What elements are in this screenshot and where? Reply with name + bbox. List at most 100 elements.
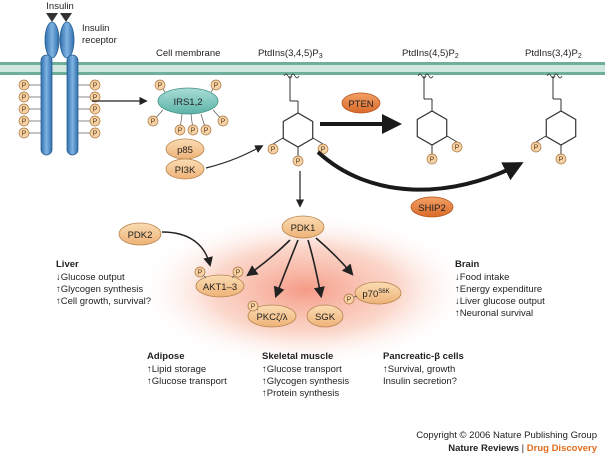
insulin-label: Insulin — [46, 1, 73, 12]
svg-text:P: P — [430, 157, 435, 164]
receptor-phosphate: P — [18, 79, 30, 91]
svg-text:P: P — [178, 128, 183, 135]
svg-text:P: P — [22, 131, 27, 138]
svg-text:P: P — [534, 145, 539, 152]
brain-line-1: ↓Food intake — [455, 272, 509, 283]
pancreatic-line-2: Insulin secretion? — [383, 376, 457, 387]
pkc-node — [247, 304, 297, 328]
pi3k-label: PI3K — [175, 165, 196, 176]
svg-text:P: P — [22, 107, 27, 114]
p70-node — [354, 281, 402, 305]
svg-text:P: P — [93, 107, 98, 114]
ship2-node — [410, 196, 454, 218]
brain-line-3: ↓Liver glucose output — [455, 296, 545, 307]
liver-line-1: ↓Glucose output — [56, 272, 125, 283]
pip3-label: PtdIns(3,4,5)P3 — [258, 48, 323, 60]
pdk1-label: PDK1 — [291, 223, 316, 234]
irs-phosphate: P — [217, 115, 229, 127]
svg-text:P: P — [191, 128, 196, 135]
sgk-node — [306, 304, 344, 328]
liver-effects: Liver ↓Glucose output ↑Glycogen synthesi… — [56, 259, 151, 307]
akt-node — [195, 274, 245, 298]
irs-phosphate: P — [174, 124, 186, 136]
insulin-receptor-label: Insulin — [82, 23, 109, 34]
ship2-label: SHIP2 — [418, 203, 445, 214]
irs-phosphate: P — [187, 124, 199, 136]
receptor-phosphate: P — [89, 127, 101, 139]
pip2-45-label: PtdIns(4,5)P2 — [402, 48, 459, 60]
kinase-phosphate: P — [343, 293, 355, 305]
irs-phosphate: P — [210, 79, 222, 91]
pkc-label: PKCζ/λ — [256, 312, 287, 323]
svg-text:P: P — [559, 157, 564, 164]
kinase-phosphate: P — [247, 300, 259, 312]
brain-title: Brain — [455, 259, 479, 270]
pdk1-node — [281, 215, 325, 239]
irs-phosphates: P P P P P P P — [147, 79, 229, 136]
liver-line-3: ↑Cell growth, survival? — [56, 296, 151, 307]
inositol-ring: PP — [530, 73, 577, 165]
journal-separator: | — [519, 443, 527, 454]
svg-text:P: P — [236, 270, 241, 277]
irs-phosphate: P — [200, 124, 212, 136]
ring-phosphate: P — [426, 153, 438, 165]
ring-phosphate: P — [555, 153, 567, 165]
activation-glow — [135, 212, 475, 368]
svg-text:P: P — [93, 95, 98, 102]
svg-text:P: P — [214, 83, 219, 90]
pdk2-label: PDK2 — [128, 230, 153, 241]
pten-label: PTEN — [348, 99, 373, 110]
inositol-ring: P P P — [267, 73, 329, 167]
brain-effects: Brain ↓Food intake ↑Energy expenditure ↓… — [455, 259, 545, 319]
svg-text:P: P — [347, 297, 352, 304]
skeletal-line-2: ↑Glycogen synthesis — [262, 376, 349, 387]
receptor-phosphate: P — [89, 115, 101, 127]
receptor-phosphate: P — [18, 127, 30, 139]
kinase-phosphate: P — [194, 266, 206, 278]
svg-text:P: P — [251, 304, 256, 311]
svg-text:P: P — [271, 147, 276, 154]
pdk1-to-pkc-arrow — [273, 239, 299, 299]
adipose-title: Adipose — [147, 351, 184, 362]
ring-phosphate: P — [451, 141, 463, 153]
akt-label: AKT1–3 — [203, 282, 237, 293]
journal-credit: Nature Reviews | Drug Discovery — [448, 443, 597, 454]
ring-phosphate: P — [292, 155, 304, 167]
p70-label: p70S6K — [362, 289, 389, 300]
pten-node — [341, 92, 381, 114]
irs-phosphate: P — [147, 115, 159, 127]
skeletal-muscle-effects: Skeletal muscle ↑Glucose transport ↑Glyc… — [262, 351, 349, 399]
receptor-phosphate: P — [89, 103, 101, 115]
irs-phosphate: P — [154, 79, 166, 91]
pdk1-to-akt-arrow — [246, 239, 291, 277]
journal-name: Nature Reviews — [448, 443, 519, 454]
receptor-phosphate: P — [18, 91, 30, 103]
svg-text:P: P — [22, 95, 27, 102]
cell-membrane-label: Cell membrane — [156, 48, 220, 59]
svg-text:P: P — [455, 145, 460, 152]
svg-text:P: P — [93, 83, 98, 90]
receptor-phosphate: P — [18, 103, 30, 115]
ship2-arrow — [316, 150, 524, 192]
pdk1-to-p70-arrow — [315, 237, 354, 276]
skeletal-title: Skeletal muscle — [262, 351, 333, 362]
brain-line-4: ↑Neuronal survival — [455, 308, 533, 319]
receptor-phosphate: P — [89, 79, 101, 91]
adipose-line-1: ↑Lipid storage — [147, 364, 206, 375]
svg-text:P: P — [204, 128, 209, 135]
svg-text:P: P — [321, 147, 326, 154]
copyright-text: Copyright © 2006 Nature Publishing Group — [416, 430, 597, 441]
brain-line-2: ↑Energy expenditure — [455, 284, 542, 295]
skeletal-line-3: ↑Protein synthesis — [262, 388, 339, 399]
pdk1-to-sgk-arrow — [307, 239, 325, 299]
adipose-effects: Adipose ↑Lipid storage ↑Glucose transpor… — [147, 351, 227, 387]
p85-label: p85 — [177, 145, 193, 156]
insulin-receptor — [40, 21, 79, 156]
svg-text:P: P — [93, 119, 98, 126]
svg-text:P: P — [22, 83, 27, 90]
svg-text:P: P — [221, 119, 226, 126]
inositol-ring: PP — [416, 73, 463, 165]
sgk-label: SGK — [315, 312, 336, 323]
